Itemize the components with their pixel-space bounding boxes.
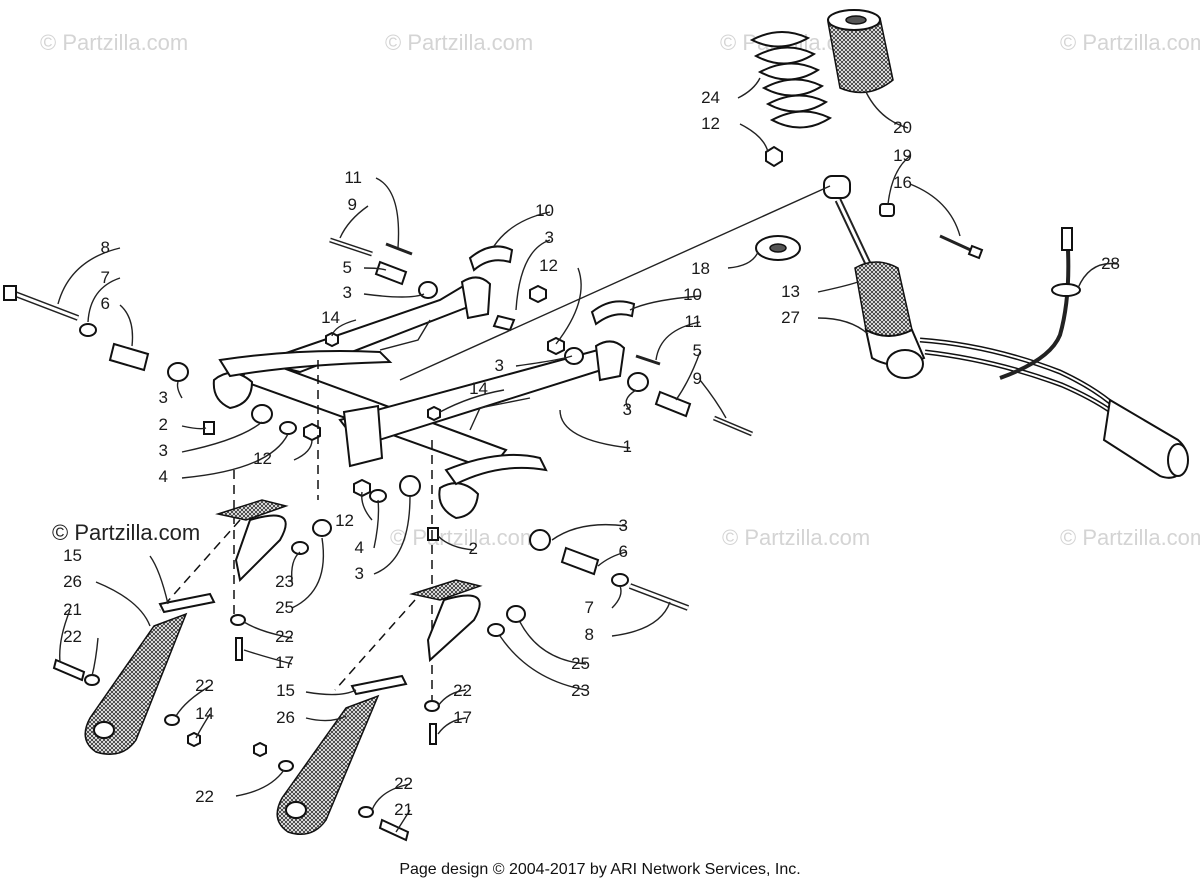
part-label: 23 — [275, 572, 294, 591]
part-label: 14 — [321, 308, 340, 327]
part-label: 27 — [781, 308, 800, 327]
part-label: 22 — [394, 774, 413, 793]
part-label: 7 — [101, 268, 110, 287]
part-label: 8 — [585, 625, 594, 644]
part-label: 12 — [335, 511, 354, 530]
part-label: 3 — [495, 356, 504, 375]
part-label: 13 — [781, 282, 800, 301]
watermark-text: © Partzilla.com — [385, 30, 533, 55]
part-label: 24 — [701, 88, 720, 107]
part-label: 3 — [545, 228, 554, 247]
part-label: 11 — [344, 168, 362, 187]
part-label: 9 — [693, 369, 702, 388]
part-label: 28 — [1101, 254, 1120, 273]
part-label: 8 — [101, 238, 110, 257]
part-label: 15 — [276, 681, 295, 700]
part-label: 12 — [539, 256, 558, 275]
watermark-logo: © Partzilla.com — [52, 520, 200, 545]
part-label: 6 — [101, 294, 110, 313]
crossbar-assembly — [212, 276, 626, 520]
part-label: 5 — [693, 341, 702, 360]
part-label: 26 — [63, 572, 82, 591]
shock-fasteners — [755, 145, 984, 261]
part-label: 22 — [195, 787, 214, 806]
part-label: 16 — [893, 173, 912, 192]
part-label: 3 — [343, 283, 352, 302]
part-label: 23 — [571, 681, 590, 700]
part-label: 4 — [159, 467, 168, 486]
part-label: 20 — [893, 118, 912, 137]
watermark-text: © Partzilla.com — [722, 525, 870, 550]
part-label: 6 — [619, 542, 628, 561]
part-label: 18 — [691, 259, 710, 278]
center-lines — [159, 185, 831, 700]
watermark-text: © Partzilla.com — [390, 525, 538, 550]
watermark-text: © Partzilla.com — [40, 30, 188, 55]
part-label: 10 — [683, 285, 702, 304]
part-label: 3 — [623, 400, 632, 419]
part-label: 14 — [469, 379, 488, 398]
part-label: 21 — [63, 600, 82, 619]
part-label: 25 — [571, 654, 590, 673]
leader-lines — [57, 77, 1119, 833]
part-label: 3 — [159, 388, 168, 407]
part-label: 17 — [275, 653, 294, 672]
part-label: 17 — [453, 708, 472, 727]
watermark-text: © Partzilla.com — [1060, 30, 1200, 55]
part-label: 25 — [275, 598, 294, 617]
lower-left-skid — [52, 499, 332, 755]
part-label: 2 — [159, 415, 168, 434]
part-label: 4 — [355, 538, 364, 557]
spring-part — [749, 31, 833, 129]
part-label: 19 — [893, 146, 912, 165]
part-label: 3 — [159, 441, 168, 460]
part-label: 3 — [355, 564, 364, 583]
part-label: 3 — [619, 516, 628, 535]
part-label: 12 — [253, 449, 272, 468]
part-label: 26 — [276, 708, 295, 727]
part-label: 22 — [63, 627, 82, 646]
part-label: 7 — [585, 598, 594, 617]
shock-absorber-part — [823, 175, 1189, 479]
part-label: 9 — [348, 195, 357, 214]
part-label: 21 — [394, 800, 413, 819]
bumper-part — [827, 9, 894, 94]
part-label: 12 — [701, 114, 720, 133]
part-label: 1 — [623, 437, 632, 456]
part-label: 10 — [535, 201, 554, 220]
part-label: 14 — [195, 704, 214, 723]
part-label: 2 — [469, 539, 478, 558]
part-label: 11 — [684, 312, 702, 331]
part-label: 22 — [275, 627, 294, 646]
footer-credit: Page design © 2004-2017 by ARI Network S… — [399, 861, 800, 878]
part-label: 15 — [63, 546, 82, 565]
watermark-text: © Partzilla.com — [1060, 525, 1200, 550]
part-label: 22 — [453, 681, 472, 700]
crossbar-fasteners — [3, 237, 753, 611]
part-label: 22 — [195, 676, 214, 695]
lower-middle-skid — [253, 579, 526, 842]
watermark-layer: © Partzilla.com © Partzilla.com © Partzill… — [40, 30, 1200, 550]
part-label: 5 — [343, 258, 352, 277]
